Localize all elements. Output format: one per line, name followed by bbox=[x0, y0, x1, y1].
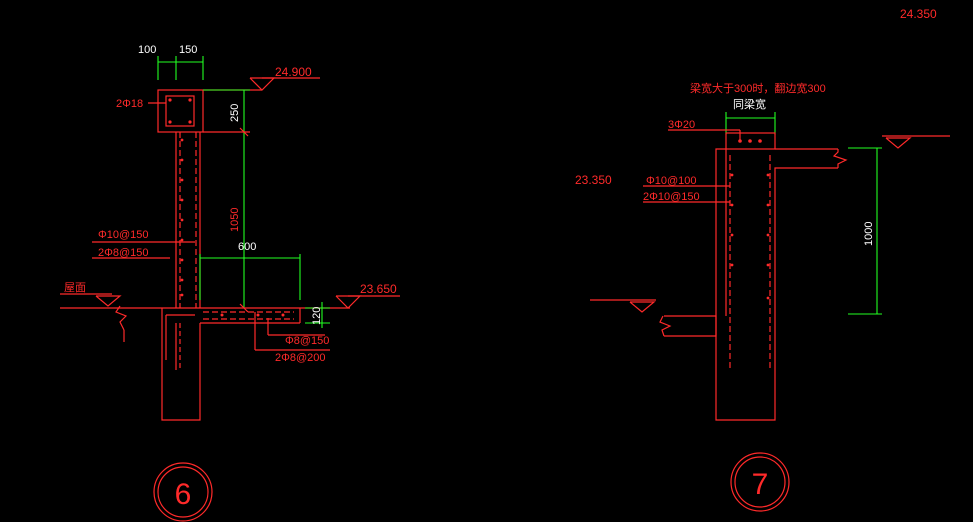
detail6-ledge-dimension: 600 bbox=[199, 241, 301, 300]
detail6-wall: Φ10@150 2Φ8@150 bbox=[92, 132, 201, 308]
detail6-ledge: Φ8@150 2Φ8@200 bbox=[60, 307, 330, 364]
detail6-dim-250: 250 bbox=[229, 104, 241, 122]
detail7-dim-1000: 1000 bbox=[863, 222, 875, 246]
detail7-width-label: 同梁宽 bbox=[733, 97, 766, 111]
detail7-number-badge: 7 bbox=[730, 452, 790, 512]
detail7-top-rebar: 3Φ20 bbox=[668, 119, 695, 131]
detail6-number: 6 bbox=[175, 478, 192, 511]
detail6-top-beam: 2Φ18 bbox=[116, 89, 204, 133]
detail6-dim-120: 120 bbox=[311, 307, 323, 325]
detail6-top-dimension: 100 150 bbox=[138, 44, 204, 80]
detail-6: 100 150 2Φ18 24.900 250 bbox=[60, 44, 400, 522]
detail6-number-badge: 6 bbox=[153, 462, 213, 522]
detail7-rebar-2: 2Φ10@150 bbox=[643, 191, 700, 203]
detail6-elevation-top: 24.900 bbox=[203, 65, 320, 91]
detail7-wall: Φ10@100 2Φ10@150 bbox=[643, 148, 848, 421]
detail6-lower-column bbox=[161, 308, 201, 421]
detail6-rebar-wall-1: Φ10@150 bbox=[98, 229, 149, 241]
detail7-elevation: 23.350 bbox=[575, 173, 612, 187]
detail6-rebar-wall-2: 2Φ8@150 bbox=[98, 247, 149, 259]
detail7-rebar-1: Φ10@100 bbox=[646, 175, 697, 187]
detail7-top-dimension bbox=[725, 112, 776, 135]
detail6-roof-level: 屋面 bbox=[60, 281, 128, 342]
detail7-number: 7 bbox=[752, 468, 769, 501]
detail6-dim-1050: 1050 bbox=[229, 208, 241, 232]
detail-7: 梁宽大于300时，翻边宽300 同梁宽 3Φ20 bbox=[575, 81, 950, 512]
detail7-left-level bbox=[590, 299, 717, 337]
detail6-vertical-dimension: 250 1050 bbox=[203, 89, 250, 313]
detail6-elevation-23650: 23.650 bbox=[360, 282, 397, 296]
detail6-roof-label: 屋面 bbox=[64, 281, 86, 294]
detail7-cap: 3Φ20 bbox=[668, 119, 776, 150]
detail6-dim-600: 600 bbox=[238, 241, 256, 253]
detail6-elevation-24900: 24.900 bbox=[275, 65, 312, 79]
detail6-rebar-ledge-1: Φ8@150 bbox=[285, 335, 329, 347]
detail6-elevation-ledge: 23.650 120 bbox=[300, 282, 400, 328]
detail6-rebar-ledge-2: 2Φ8@200 bbox=[275, 352, 326, 364]
top-right-elevation-label: 24.350 bbox=[900, 7, 937, 21]
detail6-dim-100: 100 bbox=[138, 44, 156, 56]
detail7-right-level: 1000 bbox=[848, 135, 950, 315]
detail6-dim-150: 150 bbox=[179, 44, 197, 56]
detail7-note: 梁宽大于300时，翻边宽300 bbox=[690, 81, 826, 95]
detail6-top-rebar-label: 2Φ18 bbox=[116, 98, 143, 110]
